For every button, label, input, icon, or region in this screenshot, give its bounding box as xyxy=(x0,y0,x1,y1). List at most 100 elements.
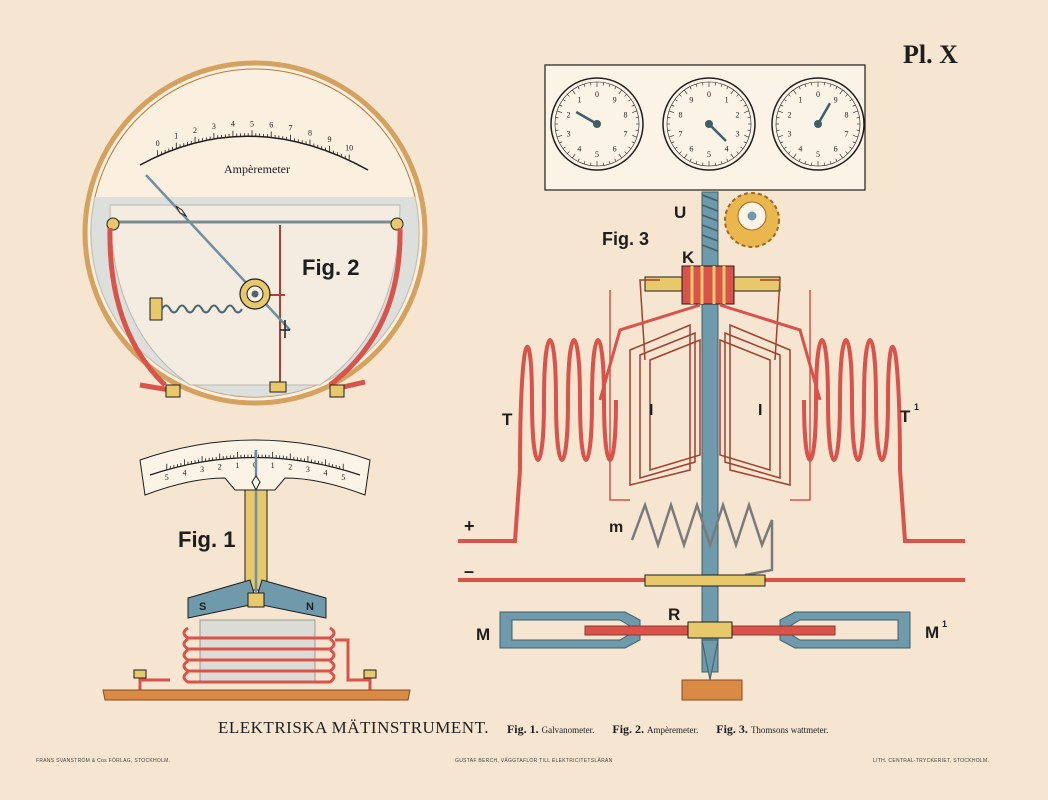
fig3-dial-tick xyxy=(829,160,832,165)
fig3-dial-tick xyxy=(730,153,734,159)
caption-fig3-label: Fig. 3. xyxy=(716,722,748,736)
fig1-lead-left xyxy=(138,678,170,690)
fig3-dial-hub xyxy=(705,120,713,128)
fig3-dial-hand xyxy=(708,123,727,142)
fig3-coil-t xyxy=(505,338,618,543)
fig3-dial-tick xyxy=(628,99,632,102)
fig3-plus-sign: + xyxy=(464,516,475,536)
fig2-tick-label: 0 xyxy=(156,139,160,148)
fig3-dial-tick xyxy=(835,158,838,162)
fig3-dial-tick xyxy=(793,153,797,159)
fig3-dial-tick xyxy=(632,135,638,138)
fig3-dial-tick xyxy=(740,146,744,149)
fig3-dial-tick xyxy=(740,99,744,102)
fig3-dial-tick xyxy=(583,83,586,88)
fig3-dial-tick xyxy=(567,94,570,97)
fig3-dial-tick xyxy=(720,83,723,88)
fig3-dial-tick xyxy=(559,141,563,144)
fig3-armature xyxy=(629,279,791,486)
fig1-pole-s: S xyxy=(199,601,206,613)
fig3-dial-tick xyxy=(743,141,747,144)
fig3-dial-number: 8 xyxy=(678,111,682,120)
fig3-dial-tick xyxy=(689,86,692,90)
fig3-dial-number: 1 xyxy=(798,96,802,105)
fig3-dial-number: 4 xyxy=(577,144,581,153)
fig3-dial-number: 9 xyxy=(834,96,838,105)
fig3-letter-k: K xyxy=(682,248,695,267)
fig3-dial-number: 9 xyxy=(689,96,693,105)
fig1-terminal-right xyxy=(363,669,377,679)
fig3-dial-number: 4 xyxy=(725,144,729,153)
fig3-dial-number: 6 xyxy=(834,144,838,153)
fig3-dial-tick xyxy=(744,110,750,113)
fig2-tick-label: 6 xyxy=(269,121,273,130)
fig3-base-block xyxy=(681,679,743,701)
caption-title: ELEKTRISKA MÄTINSTRUMENT. xyxy=(218,718,489,737)
fig1-coil-turn xyxy=(182,659,336,673)
fig3-field-coils xyxy=(505,303,965,543)
fig3-lower-bearing xyxy=(644,574,766,587)
fig1-coil-turn xyxy=(182,626,336,640)
fig3-dial-tick xyxy=(614,158,617,162)
fig3-dial-tick xyxy=(624,94,627,97)
fig3-dial-number: 6 xyxy=(689,144,693,153)
fig3-dial-tick xyxy=(839,89,843,95)
fig1-tick-label: 3 xyxy=(306,465,310,474)
fig3-resistance-m xyxy=(630,500,774,577)
fig3-dial-tick xyxy=(835,86,838,90)
fig3-letter-u: U xyxy=(674,203,686,222)
fig3-dial-number: 0 xyxy=(595,90,599,99)
fig3-dial-tick xyxy=(632,110,638,113)
fig1-terminal-left xyxy=(133,669,147,679)
fig3-dial-tick xyxy=(628,146,632,149)
fig3-dial-tick xyxy=(783,146,787,149)
fig1-tick-label: 5 xyxy=(341,473,345,482)
fig3-dial-tick xyxy=(684,89,688,95)
fig3-dial-tick xyxy=(556,110,562,113)
fig3-dial-hand xyxy=(816,102,832,125)
fig3-sup-t1: 1 xyxy=(914,402,919,412)
fig2-tick-label: 9 xyxy=(328,135,332,144)
fig3-dial-tick xyxy=(556,135,562,138)
footer-series: GUSTAF BERCH, VÄGGTAFLOR TILL ELEKTRICIT… xyxy=(455,758,613,764)
fig3-dial-tick xyxy=(736,151,739,154)
fig3-letter-t1: T xyxy=(900,407,911,426)
fig3-dial-tick xyxy=(798,86,801,90)
fig3-dial-tick xyxy=(780,104,784,107)
fig3-coil-t1-lead xyxy=(719,303,822,401)
fig2-pivot-hub xyxy=(251,290,259,298)
caption-fig3-desc: Thomsons wattmeter. xyxy=(750,725,829,735)
fig3-dial-tick xyxy=(631,104,635,107)
fig3-dial-number: 5 xyxy=(707,150,711,159)
fig2-clamp-right xyxy=(329,384,345,398)
fig3-dial-tick xyxy=(804,160,807,165)
fig3-dial-tick xyxy=(614,86,617,90)
fig3-dial-tick xyxy=(559,104,563,107)
fig3-dial-number: 7 xyxy=(678,129,682,138)
fig3-dial-tick xyxy=(845,94,848,97)
fig3-dial-tick xyxy=(744,135,750,138)
fig3-dial-number: 4 xyxy=(798,144,802,153)
fig3-dial-tick xyxy=(689,158,692,162)
fig3-dial-tick xyxy=(618,153,622,159)
fig2-counterweight xyxy=(280,320,290,338)
fig3-dial-number: 6 xyxy=(613,144,617,153)
fig2-clamp-left xyxy=(165,384,181,398)
fig3-dial-tick xyxy=(849,99,853,102)
fig3-dial-tick xyxy=(671,141,675,144)
fig1-wooden-base xyxy=(102,689,411,701)
fig3-dial-tick xyxy=(618,89,622,95)
fig3-letter-m-magnet: M xyxy=(476,625,490,644)
fig3-dial-tick xyxy=(684,153,688,159)
fig2-spring xyxy=(161,304,243,314)
fig3-dial-number: 3 xyxy=(787,129,791,138)
fig3-dial-number: 7 xyxy=(624,129,628,138)
fig3-dial-tick xyxy=(788,94,791,97)
fig3-dial-number: 0 xyxy=(816,90,820,99)
fig3-dial-number: 2 xyxy=(787,111,791,120)
fig3-letter-r: R xyxy=(668,605,680,624)
